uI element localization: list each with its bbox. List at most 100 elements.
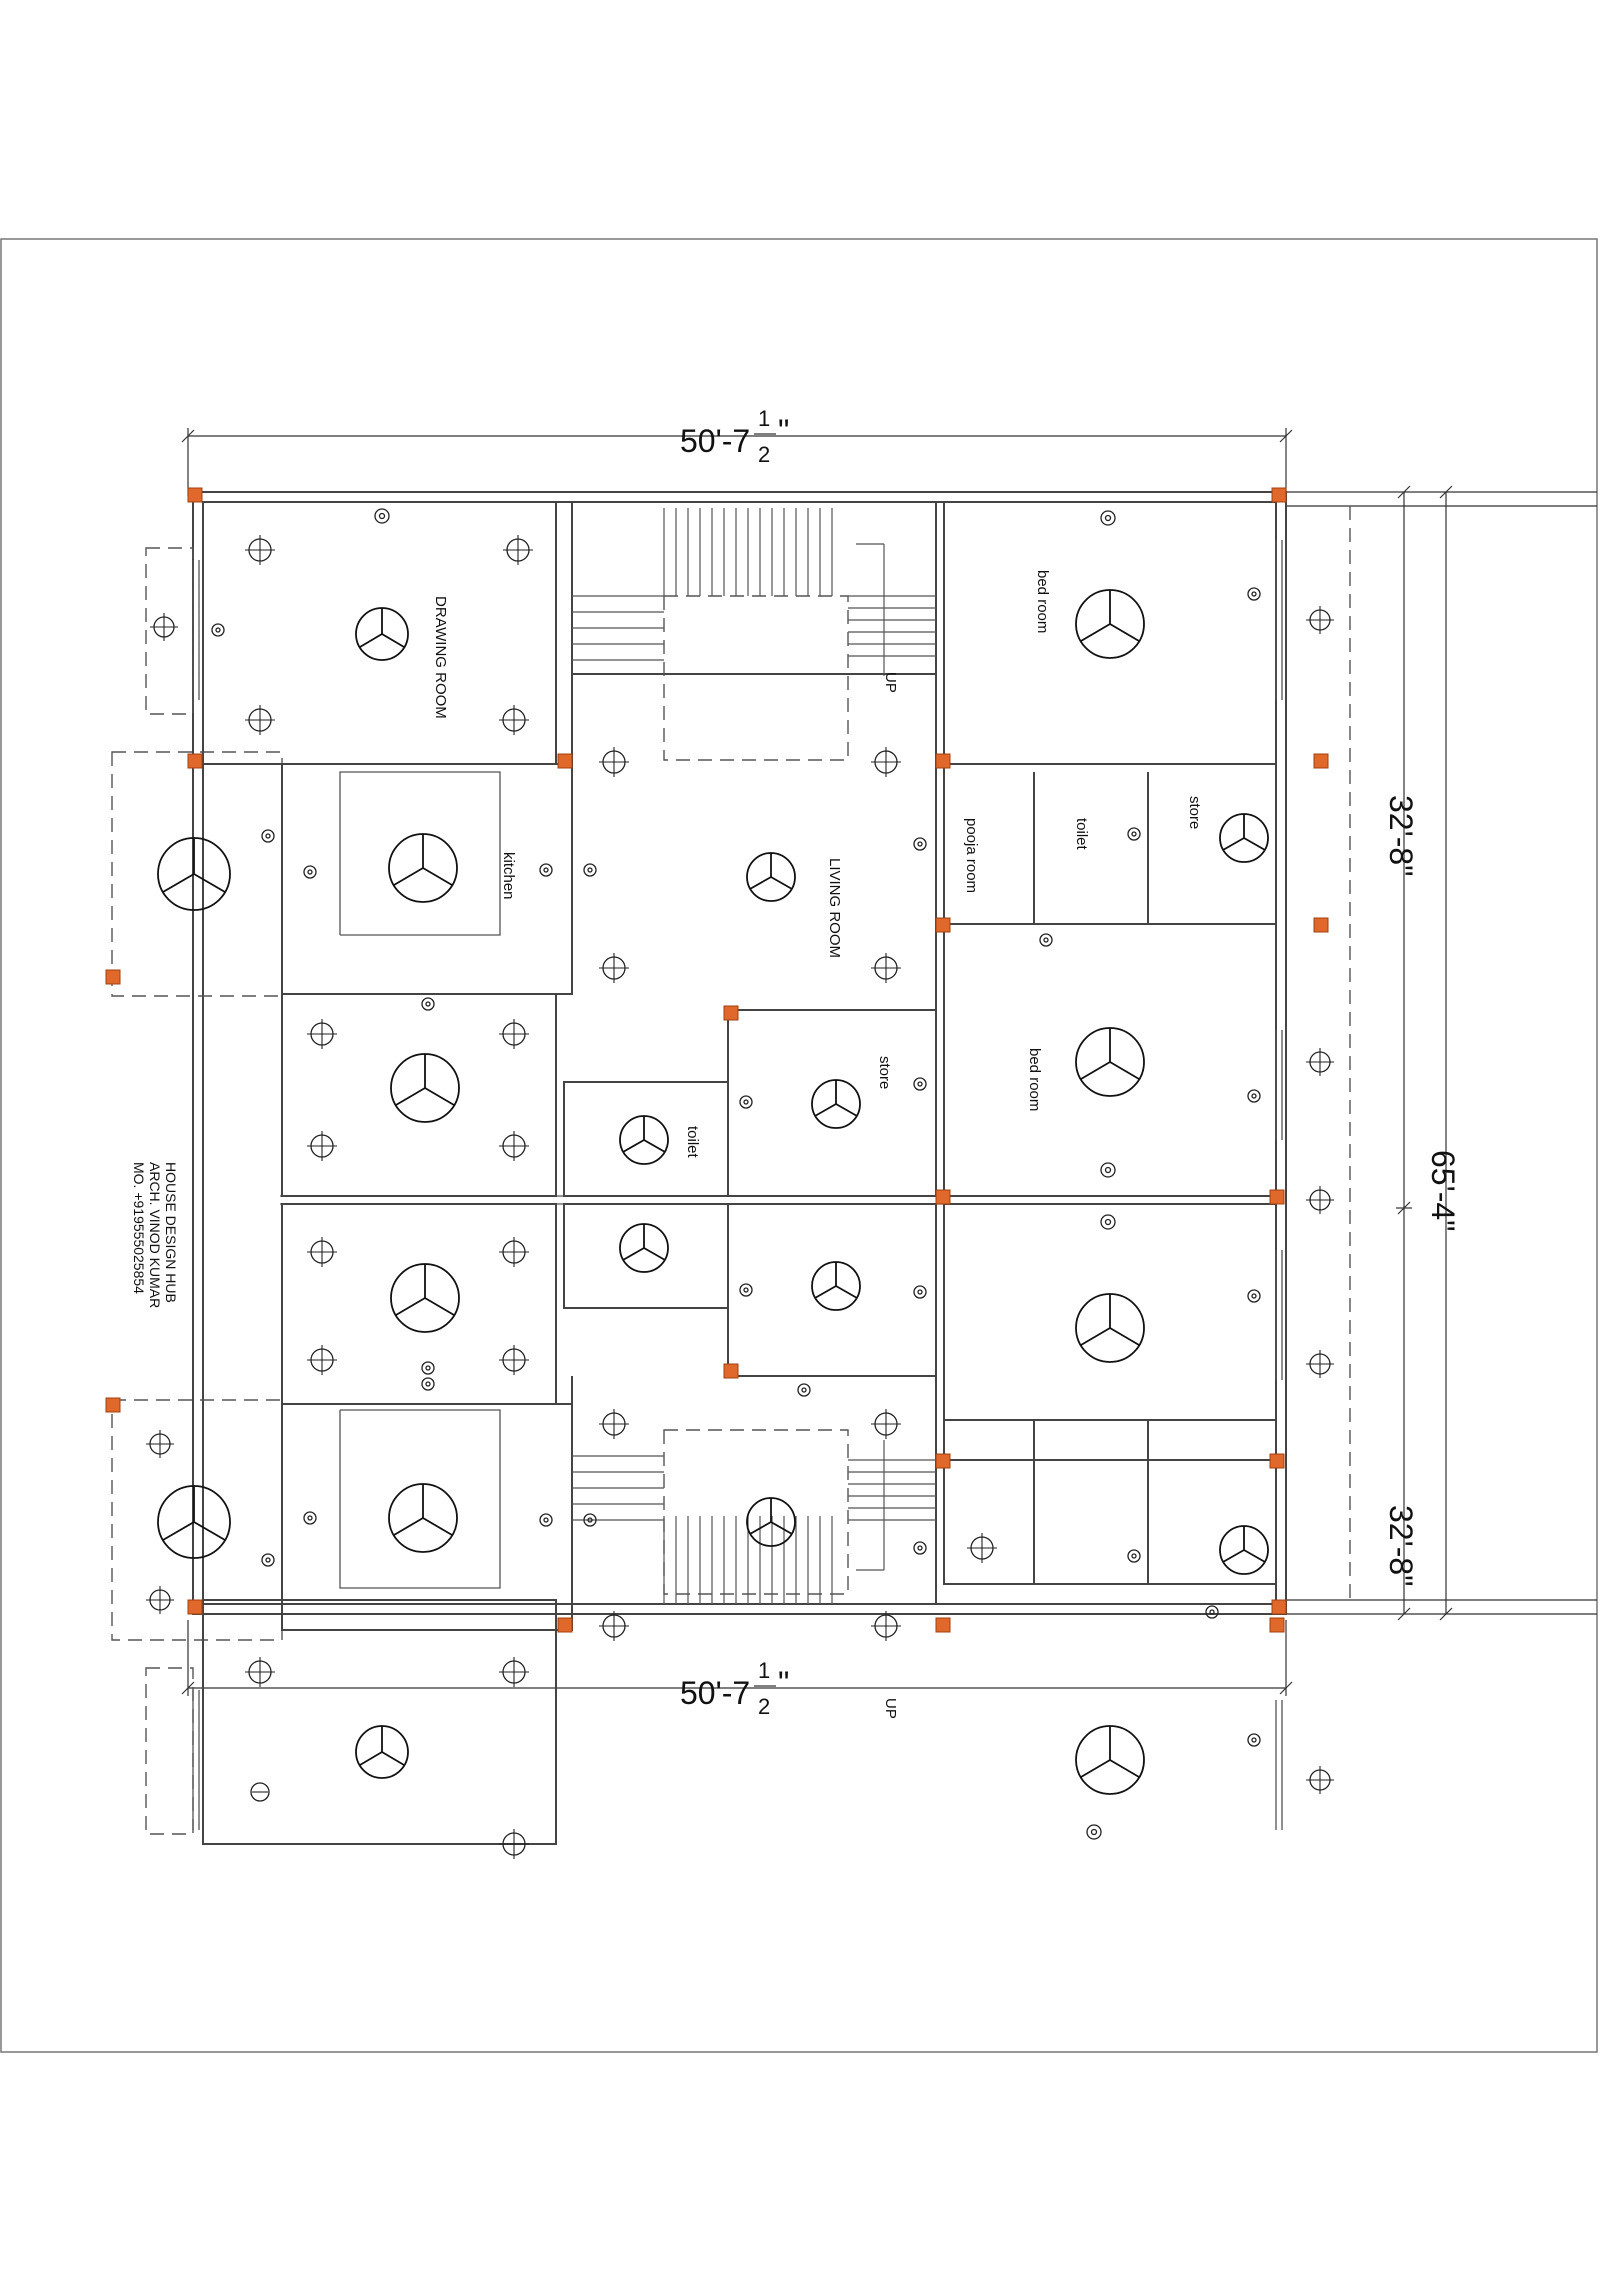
bottom-width-label: 50'-7: [680, 1675, 750, 1711]
light-icon: [150, 613, 178, 641]
label-drawing-room: DRAWING ROOM: [432, 596, 449, 719]
light-points: [146, 535, 1334, 1859]
fan-icon: [390, 1053, 460, 1123]
socket-icon: [303, 1511, 317, 1525]
light-icon: [245, 705, 275, 735]
label-toilet-center: toilet: [684, 1126, 701, 1159]
light-icon: [499, 1019, 529, 1049]
light-icon: [307, 1019, 337, 1049]
label-pooja-room: pooja room: [963, 818, 980, 893]
socket-icon: [421, 1361, 435, 1375]
top-width-inch: ": [778, 413, 789, 449]
title-block: HOUSE DESIGN HUB ARCH. VINOD KUMAR MO. +…: [131, 1162, 179, 1308]
fan-icon: [746, 852, 796, 902]
light-icon: [499, 1829, 529, 1859]
light-icon: [146, 1430, 174, 1458]
socket-icon: [1039, 933, 1053, 947]
socket-icon: [1100, 510, 1116, 526]
socket-icon: [583, 863, 597, 877]
light-icon: [245, 535, 275, 565]
light-icon: [307, 1131, 337, 1161]
socket-points: [211, 508, 1261, 1840]
socket-icon: [539, 1513, 553, 1527]
stair-top: [572, 508, 936, 676]
fan-icon: [1219, 1525, 1269, 1575]
light-icon: [871, 953, 901, 983]
socket-icon: [1205, 1605, 1219, 1619]
label-stair-up-top: UP: [882, 672, 899, 693]
fan-icon: [811, 1261, 861, 1311]
title-line-3: MO. +919555025854: [131, 1162, 147, 1294]
light-icon: [871, 1409, 901, 1439]
socket-icon: [913, 1285, 927, 1299]
light-icon: [967, 1533, 997, 1563]
fan-icon: [1075, 1725, 1145, 1795]
light-icon: [1306, 1186, 1334, 1214]
fan-icon: [388, 1483, 458, 1553]
light-icon: [245, 1657, 275, 1687]
socket-icon: [421, 997, 435, 1011]
socket-icon: [539, 863, 553, 877]
right-upper-dim: 32'-8": [1383, 795, 1419, 877]
socket-icon: [1247, 1089, 1261, 1103]
socket-icon: [739, 1095, 753, 1109]
socket-icon: [1247, 587, 1261, 601]
socket-icon: [797, 1383, 811, 1397]
top-width-label: 50'-7: [680, 423, 750, 459]
fan-icon: [1075, 1293, 1145, 1363]
socket-icon: [1127, 827, 1141, 841]
fan-icon: [157, 1485, 231, 1559]
columns: [105, 487, 1329, 1633]
light-icon: [307, 1345, 337, 1375]
light-icon: [499, 1345, 529, 1375]
room-labels: DRAWING ROOM kitchen LIVING ROOM UP UP b…: [432, 570, 1203, 1719]
title-line-2: ARCH. VINOD KUMAR: [147, 1162, 163, 1308]
light-icon: [499, 1237, 529, 1267]
light-icon: [599, 953, 629, 983]
socket-icon: [1247, 1289, 1261, 1303]
socket-icon: [1247, 1733, 1261, 1747]
socket-icon: [913, 1077, 927, 1091]
socket-icon: [739, 1283, 753, 1297]
socket-icon: [303, 865, 317, 879]
fan-icon: [746, 1497, 796, 1547]
socket-icon: [1127, 1549, 1141, 1563]
light-icon: [1306, 1766, 1334, 1794]
light-icon: [1306, 606, 1334, 634]
light-icon: [1306, 1048, 1334, 1076]
label-bed-room-mid: bed room: [1026, 1048, 1043, 1111]
label-stair-up-bottom: UP: [882, 1698, 899, 1719]
fan-icon: [390, 1263, 460, 1333]
fan-icon: [388, 833, 458, 903]
socket-icon: [1100, 1214, 1116, 1230]
light-icon: [146, 1586, 174, 1614]
outer-walls: [111, 491, 1351, 1835]
light-icon: [499, 705, 529, 735]
room-walls-lower: [202, 1203, 1277, 1845]
socket-icon: [1086, 1824, 1102, 1840]
bottom-width-den: 2: [758, 1694, 770, 1719]
right-total-dim: 65'-4": [1425, 1150, 1461, 1232]
light-icon: [1306, 1350, 1334, 1378]
light-icon: [599, 747, 629, 777]
socket-icon: [261, 1553, 275, 1567]
fan-icon: [619, 1115, 669, 1165]
right-lower-dim: 32'-8": [1383, 1505, 1419, 1587]
windows: [192, 540, 1283, 1830]
socket-icon: [421, 1377, 435, 1391]
label-living-room: LIVING ROOM: [826, 858, 843, 958]
fan-icon: [1075, 1027, 1145, 1097]
socket-icon: [250, 1782, 270, 1802]
light-icon: [871, 747, 901, 777]
stair-bottom: [572, 1440, 936, 1604]
socket-icon: [1100, 1162, 1116, 1178]
socket-icon: [913, 837, 927, 851]
socket-icon: [261, 829, 275, 843]
sheet-border: [0, 238, 1598, 2053]
label-kitchen: kitchen: [500, 852, 517, 900]
socket-icon: [211, 623, 225, 637]
title-line-1: HOUSE DESIGN HUB: [163, 1162, 179, 1303]
fan-icon: [619, 1223, 669, 1273]
right-dimensions: 32'-8" 32'-8" 65'-4": [1286, 485, 1597, 1621]
